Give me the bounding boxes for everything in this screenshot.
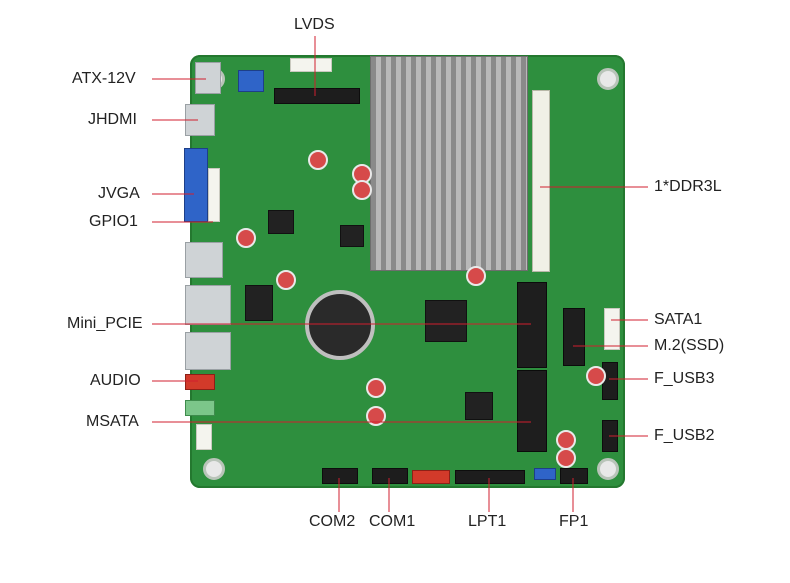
chip-small-2 xyxy=(245,285,273,321)
msata-slot xyxy=(517,370,547,452)
label-jhdmi: JHDMI xyxy=(88,111,137,128)
lpt1-header xyxy=(455,470,525,484)
fp1-header xyxy=(560,468,588,484)
usb3-port xyxy=(185,242,223,278)
label-m2ssd: M.2(SSD) xyxy=(654,337,725,354)
label-lpt1: LPT1 xyxy=(468,513,507,530)
capacitor xyxy=(352,180,372,200)
f-usb2-header xyxy=(602,420,618,452)
label-f-usb2: F_USB2 xyxy=(654,427,715,444)
audio-header-white xyxy=(196,424,212,450)
capacitor xyxy=(236,228,256,248)
capacitor xyxy=(466,266,486,286)
com1-header xyxy=(372,468,408,484)
lvds-header xyxy=(274,88,360,104)
sata-port xyxy=(604,308,620,350)
red-header xyxy=(412,470,450,484)
label-f-usb3: F_USB3 xyxy=(654,370,715,387)
blue-jumper xyxy=(534,468,556,480)
label-jvga: JVGA xyxy=(98,185,140,202)
label-com1: COM1 xyxy=(369,513,416,530)
label-ddr3l: 1*DDR3L xyxy=(654,178,722,195)
capacitor xyxy=(366,378,386,398)
label-gpio1: GPIO1 xyxy=(89,213,138,230)
capacitor xyxy=(556,448,576,468)
ddr3l-slot xyxy=(532,90,550,272)
label-sata1: SATA1 xyxy=(654,311,703,328)
label-msata: MSATA xyxy=(86,413,139,430)
label-atx12v: ATX-12V xyxy=(72,70,136,87)
gpio-header xyxy=(208,168,220,222)
capacitor xyxy=(556,430,576,450)
chip-small-4 xyxy=(340,225,364,247)
label-mini-pcie: Mini_PCIE xyxy=(67,315,143,332)
chip-small-1 xyxy=(465,392,493,420)
chip-small-3 xyxy=(268,210,294,234)
vga-port xyxy=(184,148,208,222)
label-lvds: LVDS xyxy=(294,16,335,33)
atx12v-connector xyxy=(195,62,221,94)
ethernet-port-2 xyxy=(185,332,231,370)
cmos-battery xyxy=(305,290,375,360)
capacitor xyxy=(586,366,606,386)
mounting-hole-bottom-right xyxy=(597,458,619,480)
chipset-main xyxy=(425,300,467,342)
capacitor xyxy=(276,270,296,290)
label-audio: AUDIO xyxy=(90,372,141,389)
m2-ssd-slot xyxy=(563,308,585,366)
cpu-heatsink xyxy=(370,56,528,271)
capacitor xyxy=(366,406,386,426)
mounting-hole-bottom-left xyxy=(203,458,225,480)
capacitor xyxy=(308,150,328,170)
audio-jack-green xyxy=(185,400,215,416)
lvds-connector xyxy=(290,58,332,72)
label-com2: COM2 xyxy=(309,513,356,530)
com2-header xyxy=(322,468,358,484)
label-fp1: FP1 xyxy=(559,513,589,530)
power-terminal-block xyxy=(238,70,264,92)
ethernet-port-1 xyxy=(185,285,231,325)
audio-jack-red xyxy=(185,374,215,390)
hdmi-port xyxy=(185,104,215,136)
mounting-hole-top-right xyxy=(597,68,619,90)
mini-pcie-slot xyxy=(517,282,547,368)
